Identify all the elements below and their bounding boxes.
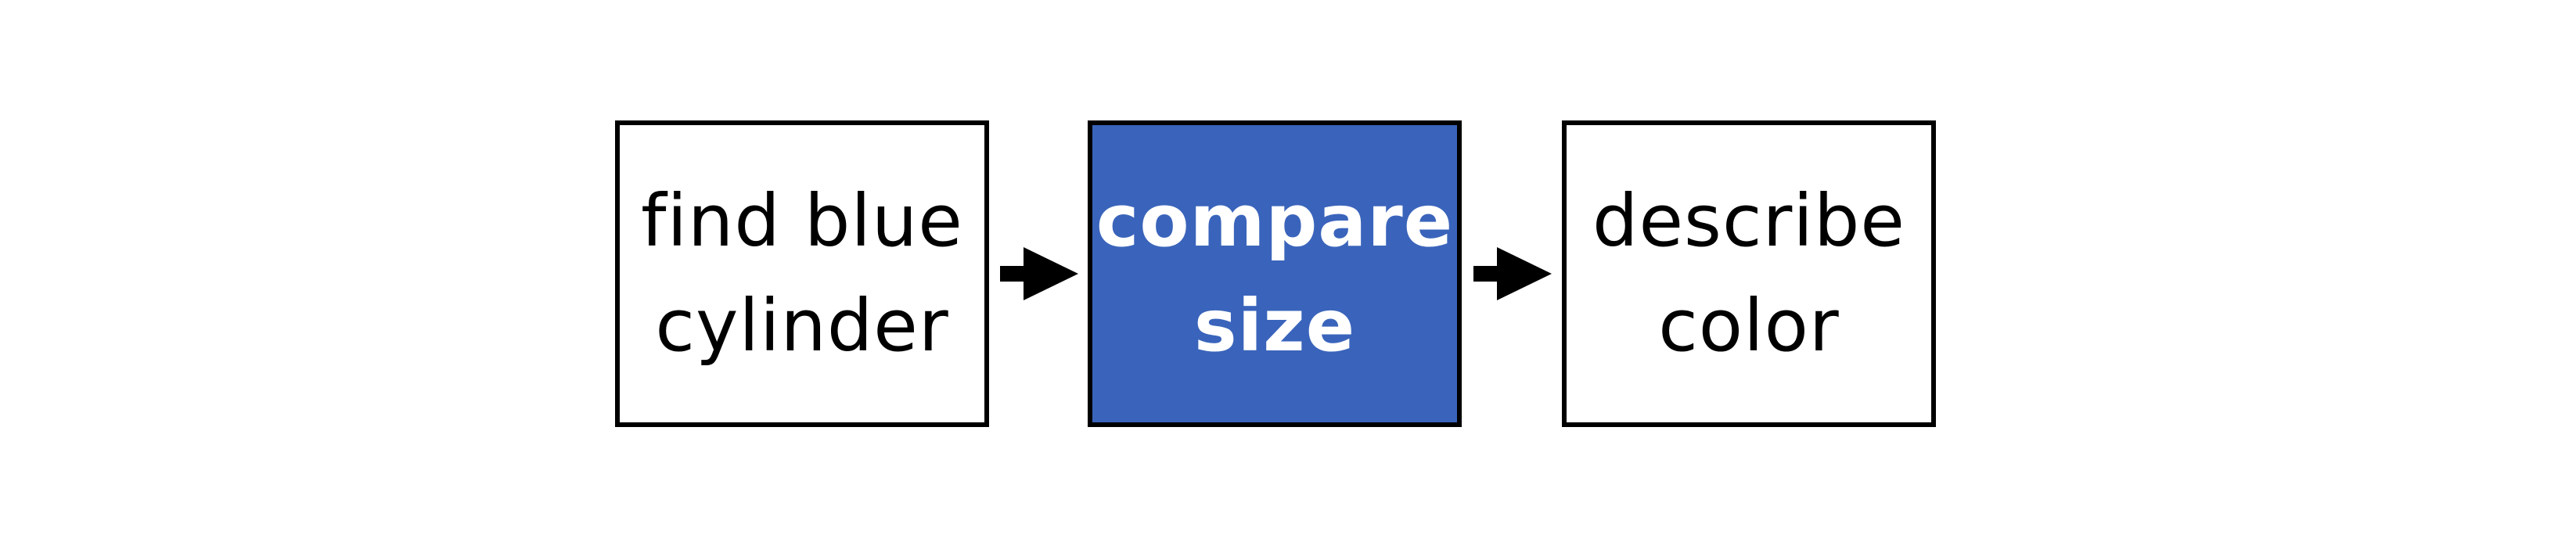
step-2-line-1: compare [1096, 179, 1454, 263]
step-describe-color: describe color [1562, 120, 1936, 427]
step-3-line-1: describe [1592, 179, 1905, 263]
arrow-right-icon [1473, 247, 1552, 300]
step-1-line-1: find blue [641, 179, 963, 263]
step-find-blue-cylinder: find blue cylinder [615, 120, 989, 427]
step-3-line-2: color [1658, 284, 1840, 368]
step-2-line-2: size [1193, 284, 1356, 368]
arrow-right-icon [1000, 247, 1078, 300]
step-compare-size: compare size [1088, 120, 1462, 427]
step-1-line-2: cylinder [655, 284, 949, 368]
